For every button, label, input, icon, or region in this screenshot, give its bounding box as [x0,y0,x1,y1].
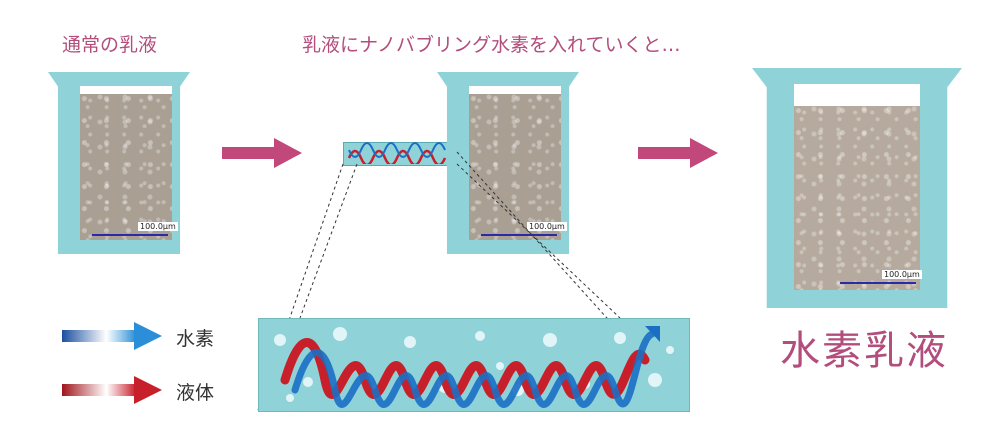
hydrogen-legend-label: 水素 [176,328,215,350]
normal-emulsion-label: 通常の乳液 [62,34,158,56]
scale-label-1: 100.0μm [138,222,178,231]
scale-label-2: 100.0μm [527,222,567,231]
arrow-right-icon [638,138,718,168]
emulsion-micrograph-1 [80,92,172,240]
emulsion-micrograph-3 [794,104,920,290]
hydrogen-emulsion-label: 水素乳液 [780,328,948,374]
mini-spiral-icon [347,142,447,164]
scale-label-3: 100.0μm [882,270,922,279]
liquid-legend-arrow-icon [62,376,162,404]
process-caption: 乳液にナノバブリング水素を入れていくと… [302,34,681,56]
arrow-right-icon [222,138,302,168]
hydrogen-legend-arrow-icon [62,322,162,350]
zoomed-spiral-icon [274,326,674,408]
liquid-legend-label: 液体 [176,382,215,404]
emulsion-micrograph-2 [469,92,561,240]
